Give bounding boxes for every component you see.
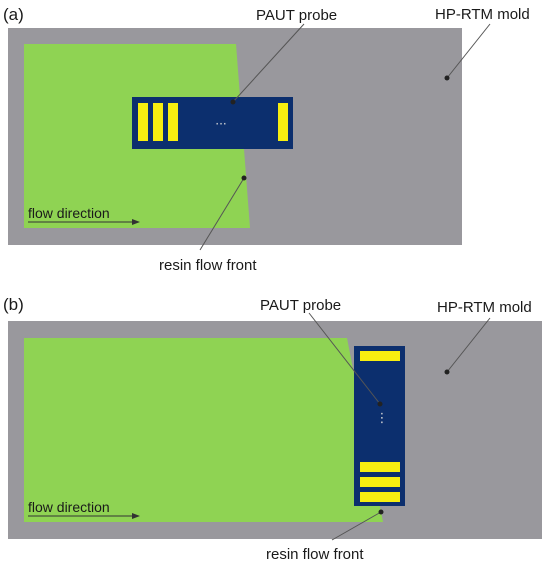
probe-leader-dot-a: [230, 99, 236, 105]
probe-dots-b: ⋮: [376, 411, 389, 426]
probe-leader-dot-b: [377, 401, 383, 407]
paut-probe-a: ···: [132, 97, 293, 149]
probe-element-a3: [168, 103, 178, 141]
probe-element-b3: [360, 477, 400, 487]
front-leader-dot-b: [378, 509, 384, 515]
mold-leader-dot-b: [444, 369, 450, 375]
front-label-a: resin flow front: [159, 257, 257, 274]
probe-dots-a: ···: [215, 117, 226, 131]
panel-a-label: (a): [3, 5, 24, 24]
front-leader-b: [331, 511, 382, 541]
probe-element-a2: [153, 103, 163, 141]
probe-element-a1: [138, 103, 148, 141]
front-leader-a: [199, 177, 245, 251]
front-label-b: resin flow front: [266, 546, 364, 563]
flow-label-b: flow direction: [28, 499, 110, 515]
probe-element-b2: [360, 462, 400, 472]
paut-probe-b: ⋮: [354, 346, 405, 506]
probe-element-b1: [360, 351, 400, 361]
panel-a: (a) ··· PAUT probe HP-RTM mold resin flo…: [3, 5, 530, 274]
probe-label-a: PAUT probe: [256, 7, 337, 24]
flow-arrowhead-b: [132, 513, 140, 519]
flow-arrowhead-a: [132, 219, 140, 225]
mold-label-b: HP-RTM mold: [437, 299, 532, 316]
panel-b: (b) ⋮ PAUT probe HP-RTM mold resin flow …: [3, 295, 542, 563]
probe-label-b: PAUT probe: [260, 297, 341, 314]
flow-label-a: flow direction: [28, 205, 110, 221]
probe-leader-a: [232, 23, 305, 103]
mold-label-a: HP-RTM mold: [435, 6, 530, 23]
probe-leader-b: [308, 312, 381, 405]
mold-leader-dot-a: [444, 75, 450, 81]
resin-region-b: [24, 338, 383, 522]
probe-element-b4: [360, 492, 400, 502]
mold-leader-a: [446, 23, 491, 79]
front-leader-dot-a: [241, 175, 247, 181]
panel-b-label: (b): [3, 295, 24, 314]
mold-leader-b: [446, 317, 491, 373]
probe-element-a4: [278, 103, 288, 141]
